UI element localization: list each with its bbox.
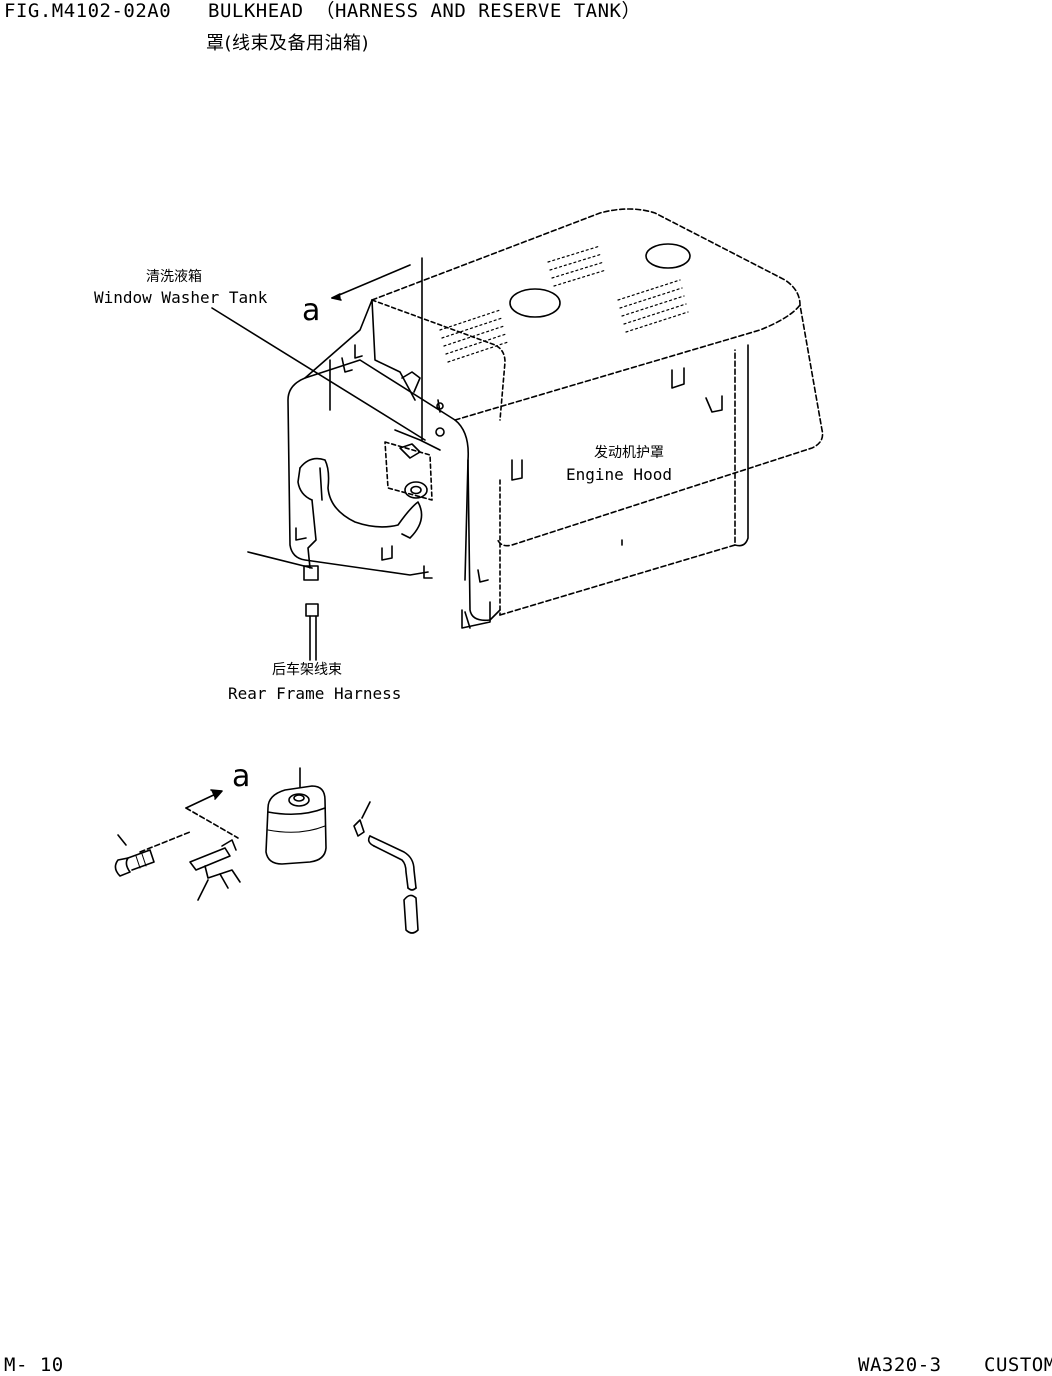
custom-tag: CUSTOM (984, 1354, 1052, 1376)
window-washer-label-cn: 清洗液箱 (146, 269, 202, 285)
model-number: WA320-3 (858, 1354, 942, 1376)
engine-hood-label-cn: 发动机护罩 (594, 445, 664, 461)
rear-harness-label-cn: 后车架线束 (272, 662, 342, 678)
figure-title-en: BULKHEAD （HARNESS AND RESERVE TANK） (208, 0, 641, 22)
reserve-tank-exploded-drawing (114, 767, 419, 934)
window-washer-label-en: Window Washer Tank (94, 288, 268, 307)
view-reference-a-bottom: a (232, 759, 251, 794)
figure-title-cn: 罩(线束及备用油箱) (206, 33, 370, 54)
rear-harness-label-en: Rear Frame Harness (228, 684, 402, 703)
engine-hood-drawing (211, 208, 824, 661)
page-number: M- 10 (4, 1354, 64, 1376)
figure-number: FIG.M4102-02A0 (4, 0, 172, 22)
view-reference-a-top: a (302, 293, 321, 328)
engine-hood-label-en: Engine Hood (566, 465, 672, 484)
